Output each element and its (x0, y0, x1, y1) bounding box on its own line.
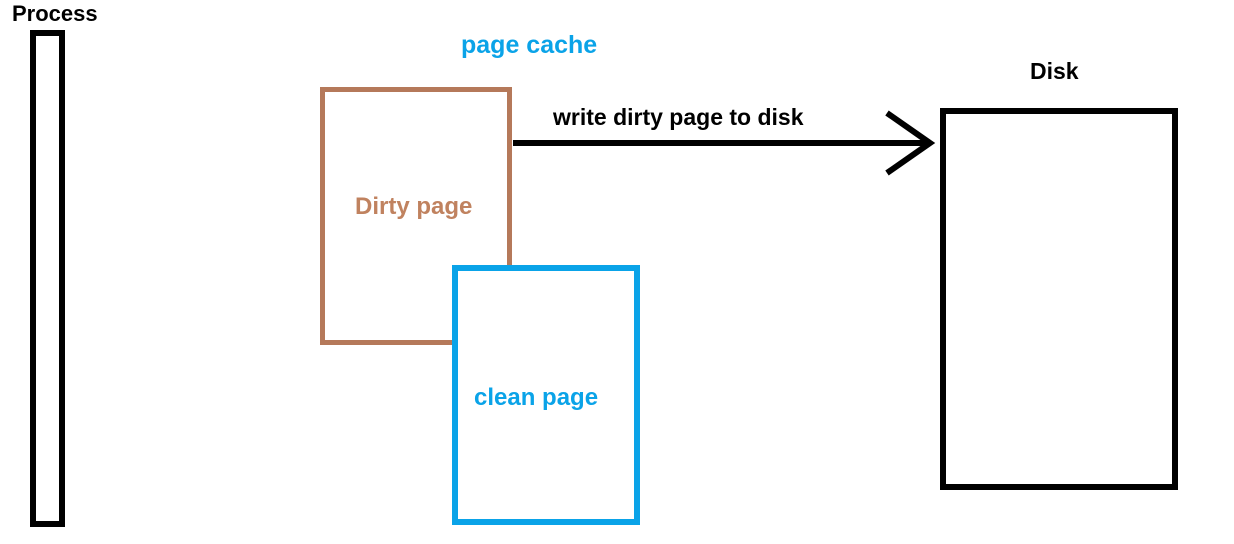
disk-box (940, 108, 1178, 490)
process-label: Process (12, 1, 98, 26)
disk-label: Disk (1030, 58, 1079, 84)
arrow-label: write dirty page to disk (553, 104, 804, 130)
page-cache-label: page cache (461, 31, 598, 59)
clean-page-box (452, 265, 640, 525)
arrow-head-icon (885, 110, 936, 176)
dirty-page-label: Dirty page (355, 193, 473, 220)
write-dirty-page-arrow (513, 110, 936, 176)
clean-page-label: clean page (474, 384, 599, 411)
dirty-page-box (320, 87, 512, 345)
process-box (30, 30, 65, 527)
